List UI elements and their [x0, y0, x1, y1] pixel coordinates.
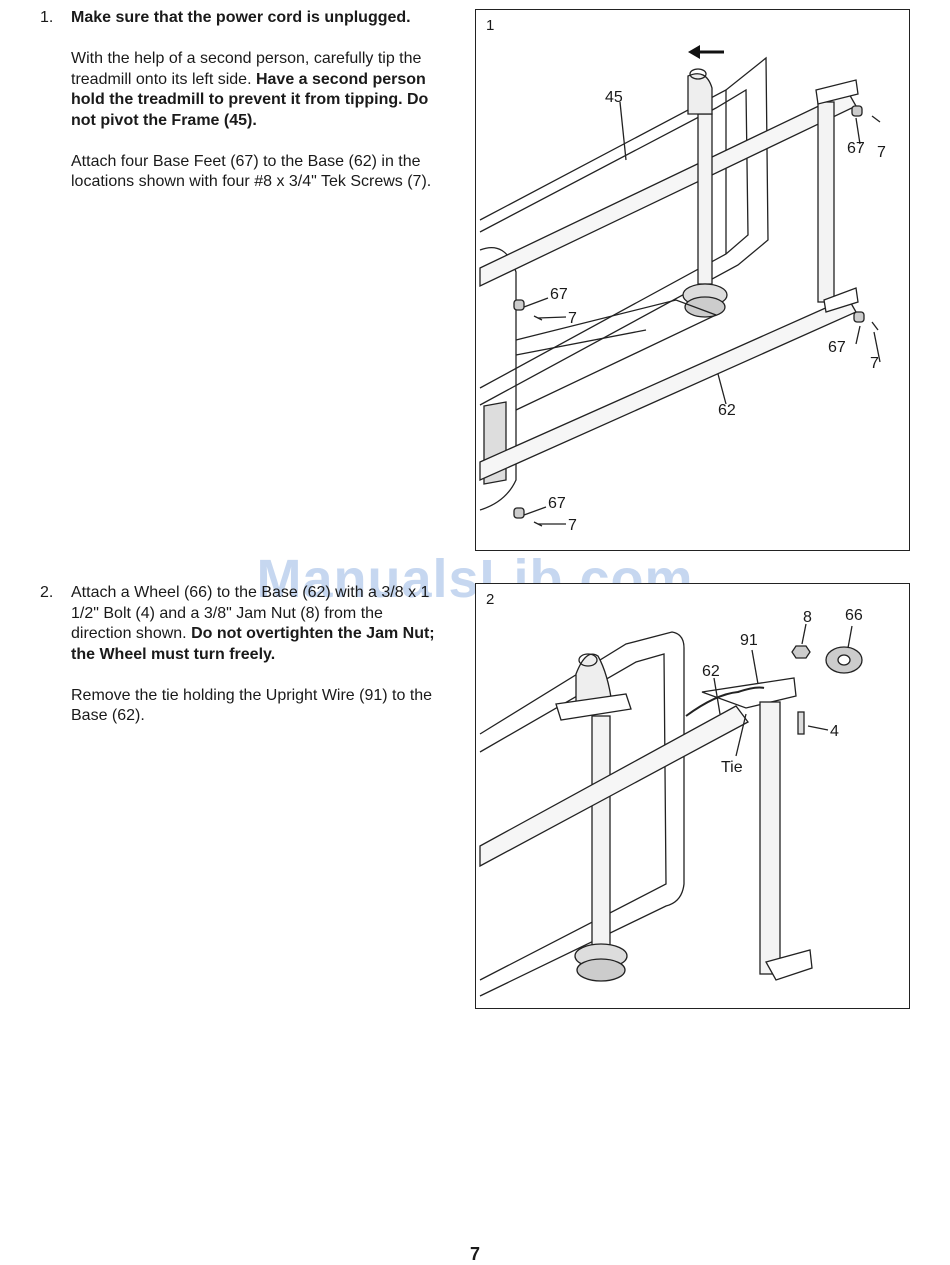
- callout-base-foot: 67: [548, 495, 566, 512]
- callout-tek-screw: 7: [870, 355, 879, 372]
- step-paragraph: Attach a Wheel (66) to the Base (62) wit…: [71, 584, 435, 663]
- figure-1: 1: [475, 9, 910, 551]
- callout-tek-screw: 7: [877, 144, 886, 161]
- callout-wheel: 66: [845, 607, 863, 624]
- callout-base-foot: 67: [847, 140, 865, 157]
- step-number: 2.: [40, 584, 54, 601]
- callout-frame: 45: [605, 89, 623, 106]
- figure-2: 2: [475, 583, 910, 1009]
- callout-tie: Tie: [721, 759, 743, 776]
- callout-base: 62: [718, 402, 736, 419]
- callout-bolt: 4: [830, 723, 839, 740]
- step-heading: Make sure that the power cord is unplugg…: [71, 9, 411, 26]
- callout-jam-nut: 8: [803, 609, 812, 626]
- step-paragraph: Remove the tie holding the Upright Wire …: [71, 686, 433, 725]
- page-number: 7: [469, 1244, 480, 1264]
- callout-base-foot: 67: [550, 286, 568, 303]
- wheel-illustration: 8 66 91 62 4 Tie: [479, 607, 863, 997]
- callout-upright-wire: 91: [740, 632, 758, 649]
- step-paragraph: Attach four Base Feet (67) to the Base (…: [71, 152, 432, 191]
- figure-number: 1: [486, 17, 495, 34]
- base-feet-illustration: 45 67 7 67 7 67 7 62 67 7: [479, 45, 886, 534]
- figure-number: 2: [486, 591, 495, 608]
- step-paragraph: With the help of a second person, carefu…: [71, 50, 429, 129]
- step-body: Make sure that the power cord is unplugg…: [71, 8, 443, 213]
- callout-tek-screw: 7: [568, 517, 577, 534]
- callout-tek-screw: 7: [568, 310, 577, 327]
- step-number: 1.: [40, 9, 54, 26]
- callout-base-foot: 67: [828, 339, 846, 356]
- callout-base: 62: [702, 663, 720, 680]
- step-body: Attach a Wheel (66) to the Base (62) wit…: [71, 583, 443, 747]
